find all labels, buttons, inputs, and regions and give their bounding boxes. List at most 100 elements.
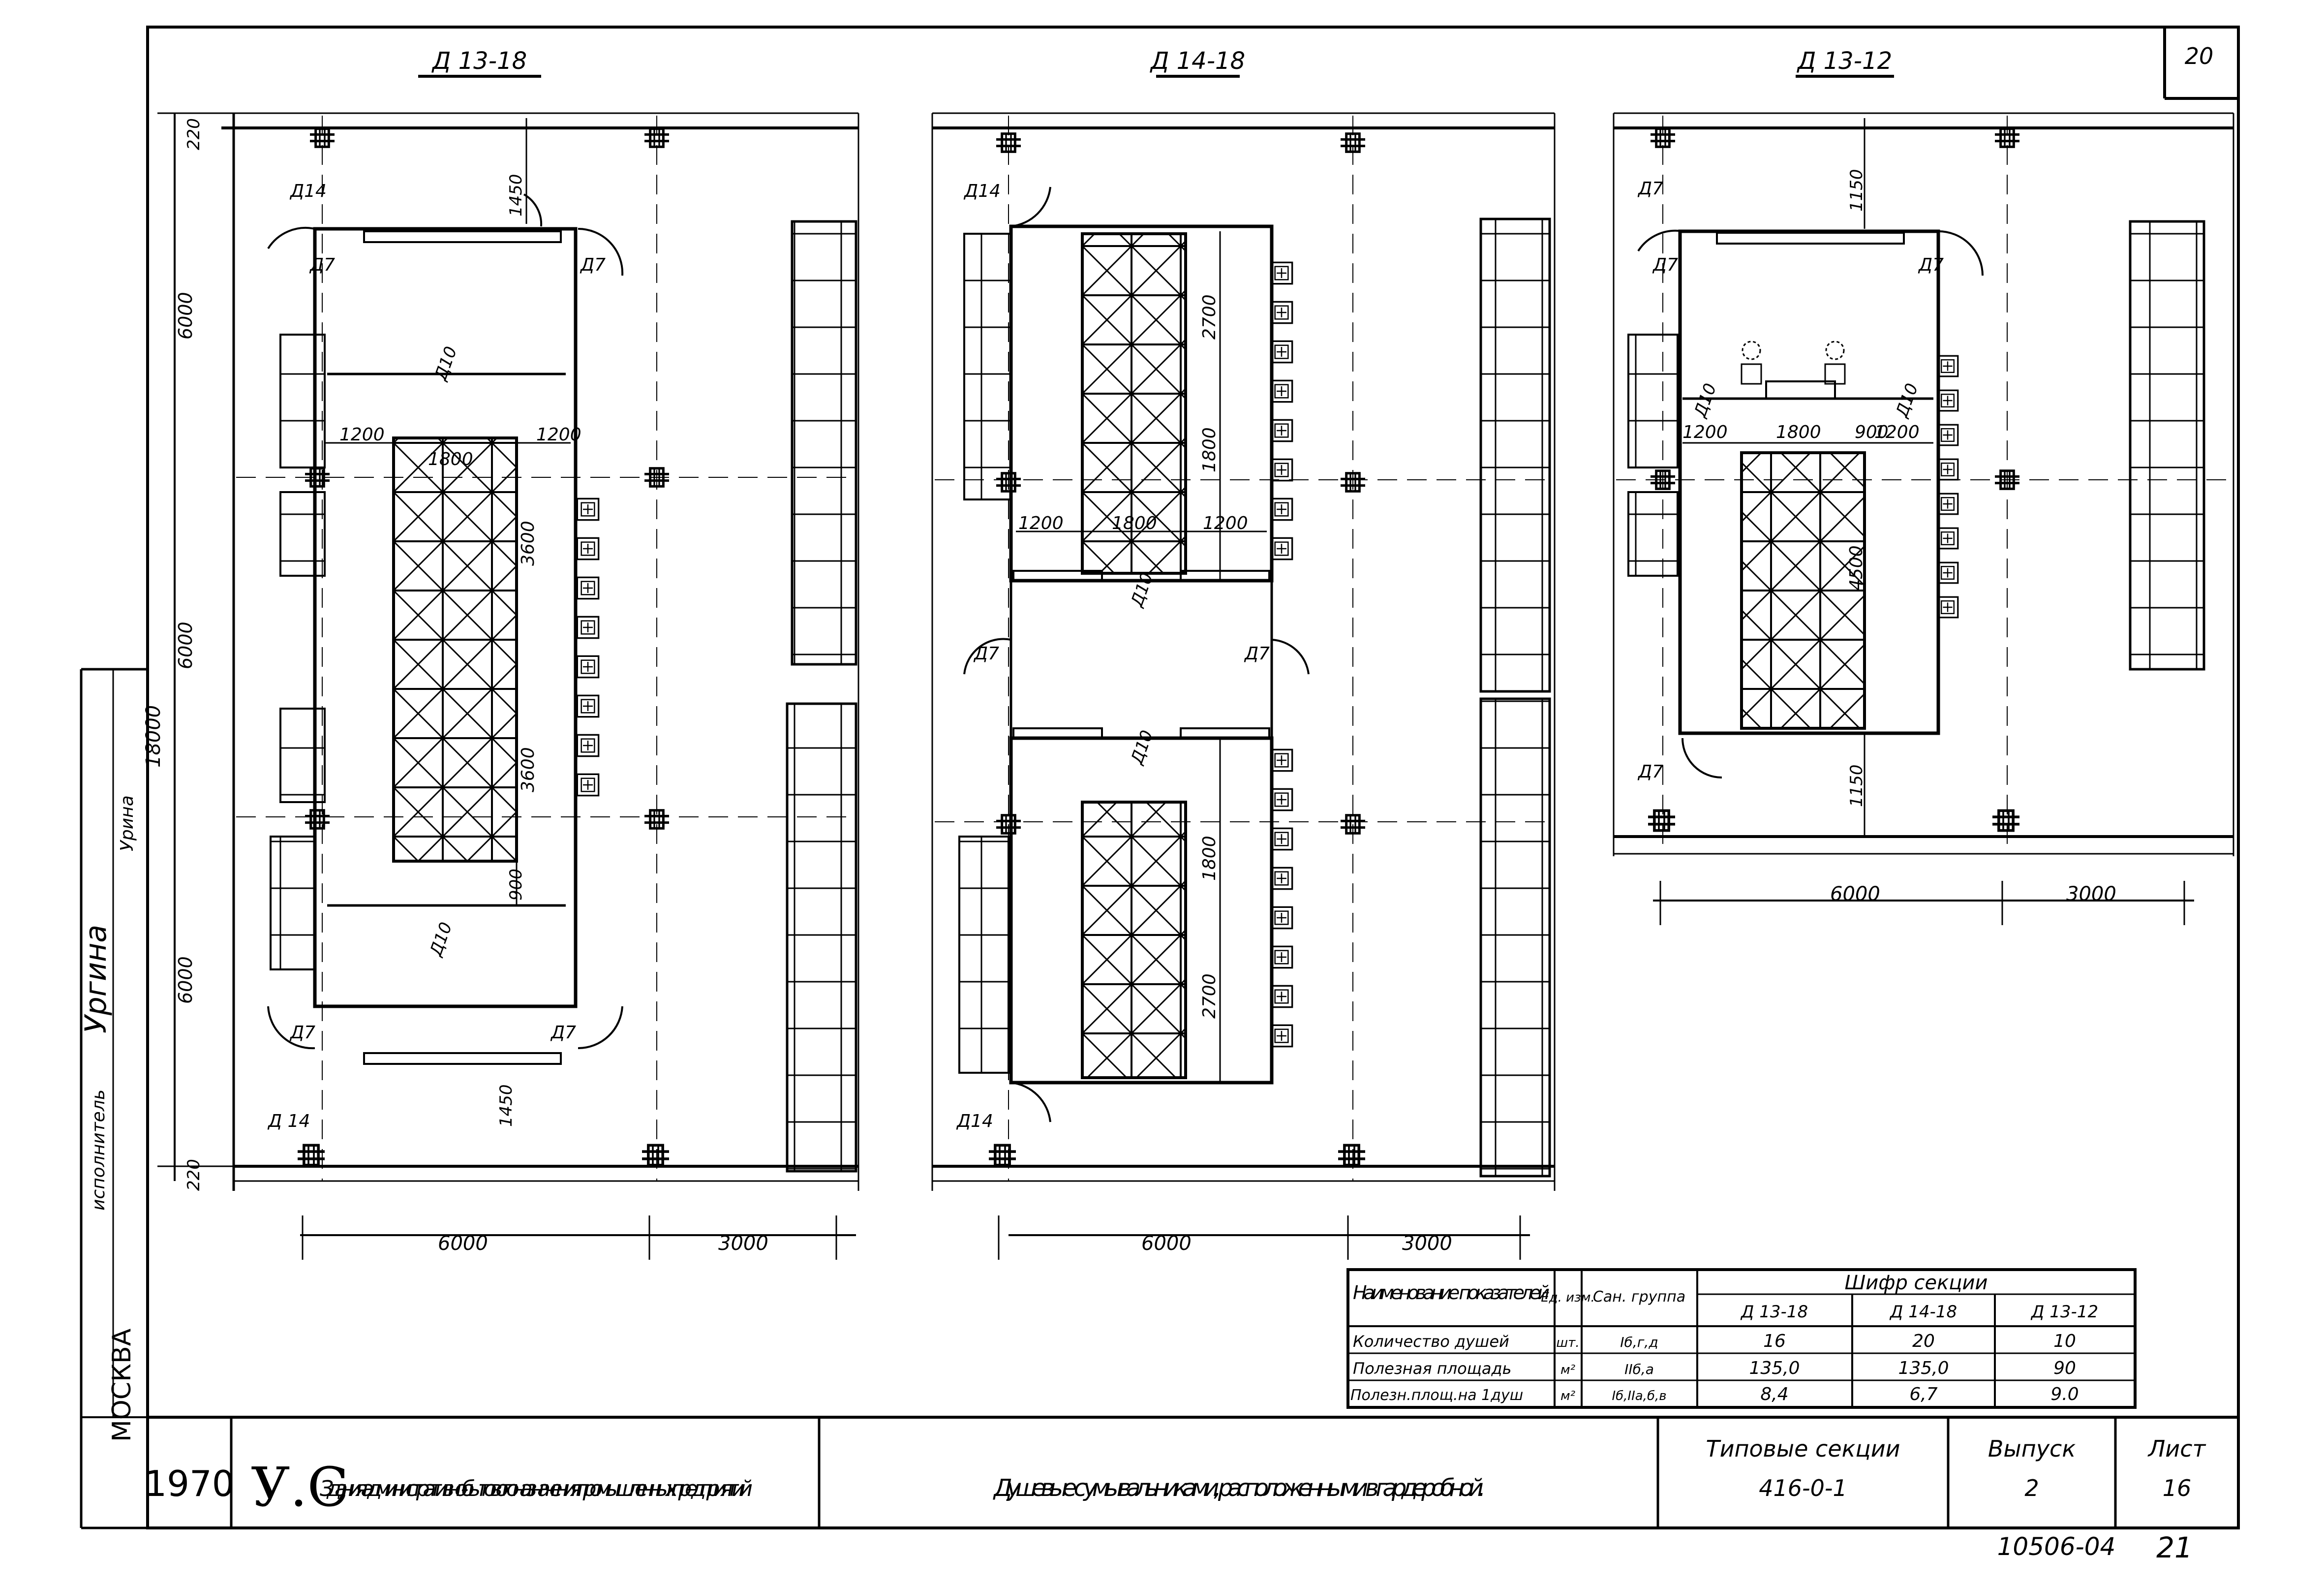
dim-label: 2700 (1199, 973, 1220, 1019)
dim-label: 1800 (1199, 836, 1220, 881)
table-row-unit: м² (1560, 1363, 1575, 1377)
dim-label: 1200 (1682, 422, 1728, 442)
table-col-header: Д 14-18 (1889, 1302, 1957, 1322)
table-header-group: Сан. группа (1593, 1288, 1685, 1306)
plan-labels: Д 13-18 Д 14-18 Д 13-12 220 1450 6000 60… (142, 43, 2213, 1255)
table-cell: 6,7 (1909, 1384, 1937, 1404)
dim-label: 3600 (518, 747, 538, 792)
plan-d14-18 (931, 75, 1556, 1260)
table-cell: 135,0 (1898, 1358, 1949, 1378)
door-label: Д10 (426, 920, 456, 960)
door-label: Д10 (1127, 570, 1157, 610)
table-row-name: Полезн.площ.на 1душ (1350, 1387, 1523, 1404)
dim-label: 18000 (142, 705, 165, 768)
door-label: Д7 (580, 255, 606, 275)
door-label: Д7 (1637, 179, 1663, 199)
dim-label: 1800 (1199, 427, 1220, 472)
table-header-unit: Ед. изм. (1541, 1290, 1595, 1305)
table-row-group: Iб,г,д (1620, 1334, 1658, 1350)
door-label: Д 14 (267, 1111, 310, 1131)
door-label: Д7 (1637, 762, 1663, 782)
table-cell: 20 (1912, 1331, 1935, 1351)
document-code: 10506-04 (1997, 1532, 2116, 1561)
year: 1970 (144, 1463, 234, 1504)
sheet-number: 20 (2185, 43, 2214, 69)
dim-label: 6000 (175, 622, 196, 669)
table-row-unit: шт. (1556, 1336, 1579, 1350)
table-row-unit: м² (1560, 1389, 1575, 1403)
dim-label: 1800 (428, 449, 473, 469)
door-label: Д7 (309, 255, 335, 275)
door-label: Д10 (1127, 728, 1157, 768)
page-number: 21 (2156, 1531, 2193, 1564)
door-label: Д14 (289, 181, 327, 201)
plan-title-d14-18: Д 14-18 (1150, 47, 1245, 75)
door-label: Д7 (289, 1023, 315, 1043)
dim-label: 1200 (1874, 422, 1920, 442)
plan-title-d13-18: Д 13-18 (431, 47, 527, 75)
dim-label: 6000 (1141, 1232, 1192, 1255)
dim-label: 6000 (438, 1232, 488, 1255)
table-header-cipher: Шифр секции (1844, 1272, 1988, 1294)
dim-label: 3000 (718, 1232, 768, 1255)
table-cell: 90 (2053, 1358, 2076, 1378)
dim-label: 6000 (1830, 883, 1880, 905)
summary-table (1346, 1268, 2137, 1409)
dim-label: 1800 (1776, 422, 1821, 442)
dim-label: 1200 (1018, 513, 1064, 533)
dim-label: 2700 (1199, 294, 1220, 340)
table-cell: 8,4 (1760, 1384, 1788, 1404)
table-row-group: Iб,IIа,б,в (1612, 1389, 1666, 1403)
dim-label: 3600 (518, 521, 538, 566)
dim-label: 1200 (536, 425, 581, 445)
dim-label: 220 (184, 118, 204, 150)
table-cell: 135,0 (1749, 1358, 1800, 1378)
dim-label: 900 (1855, 422, 1889, 442)
series-label: Типовые секции (1706, 1435, 1900, 1462)
dim-label: 1800 (1112, 513, 1157, 533)
door-label: Д7 (1652, 255, 1678, 275)
drawing-title: Душевые с умывальниками, расположенными … (993, 1474, 1486, 1502)
sinks-d14-18 (1270, 261, 1293, 1048)
door-label: Д14 (963, 181, 1001, 201)
door-label: Д7 (1918, 255, 1944, 275)
issue-label: Выпуск (1988, 1435, 2076, 1462)
summary-table-text: Наименование показателей Ед. изм. Сан. г… (1350, 1272, 2098, 1404)
dim-label: 1450 (506, 174, 526, 217)
subject: Здания административно-бытового назначен… (320, 1476, 753, 1501)
dim-label: 4500 (1846, 545, 1866, 591)
sinks-d13-18 (576, 498, 600, 797)
dim-label: 1450 (496, 1084, 516, 1127)
dim-label: 1150 (1847, 169, 1866, 212)
dim-label: 1150 (1847, 764, 1866, 807)
dim-label: 1200 (1203, 513, 1248, 533)
performer-signature: Ургина (79, 925, 113, 1033)
plan-d13-12 (1613, 75, 2234, 925)
table-header-name: Наименование показателей (1353, 1282, 1550, 1304)
sheet-label: Лист (2147, 1435, 2206, 1462)
plan-d13-18 (157, 75, 859, 1260)
table-cell: 9.0 (2050, 1384, 2079, 1404)
table-row-name: Полезная площадь (1353, 1359, 1511, 1378)
dim-label: 3000 (1402, 1232, 1452, 1255)
table-row-group: IIб,а (1624, 1361, 1654, 1377)
door-label: Д7 (1244, 644, 1270, 664)
door-label: Д10 (430, 344, 461, 384)
table-cell: 16 (1763, 1331, 1786, 1351)
dim-label: 6000 (175, 956, 196, 1004)
dim-label: 900 (506, 869, 526, 901)
dim-label: 220 (184, 1159, 204, 1191)
performer-name: Урина (117, 795, 137, 851)
table-col-header: Д 13-12 (2030, 1302, 2098, 1322)
door-label: Д7 (550, 1023, 576, 1043)
series-code: 416-0-1 (1759, 1475, 1847, 1501)
sheet-frame (80, 26, 2240, 1529)
table-row-name: Количество душей (1353, 1332, 1509, 1351)
door-label: Д14 (956, 1111, 993, 1131)
dim-label: 3000 (2066, 883, 2116, 905)
issue-value: 2 (2024, 1475, 2039, 1501)
door-label: Д7 (973, 644, 999, 664)
plan-title-d13-12: Д 13-12 (1797, 47, 1892, 75)
dim-label: 6000 (175, 292, 196, 340)
